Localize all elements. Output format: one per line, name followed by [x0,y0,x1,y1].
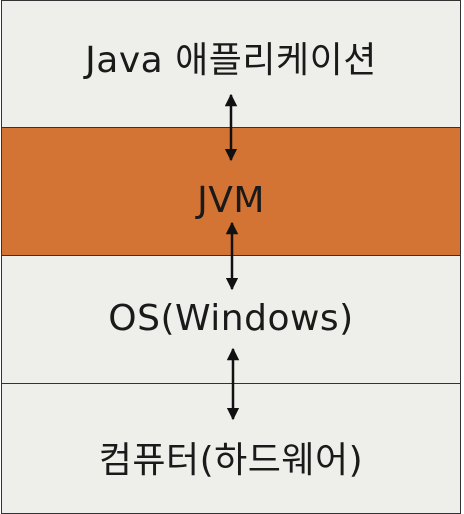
layer-label-hardware: 컴퓨터(하드웨어) [98,439,364,481]
layer-label-os: OS(Windows) [108,297,354,339]
layer-label-jvm: JVM [197,179,265,221]
layer-os: OS(Windows) [1,255,461,385]
layer-java-application: Java 애플리케이션 [1,0,461,129]
layer-jvm: JVM [1,127,461,257]
layer-label-java-application: Java 애플리케이션 [85,39,377,81]
layer-hardware: 컴퓨터(하드웨어) [1,383,461,514]
